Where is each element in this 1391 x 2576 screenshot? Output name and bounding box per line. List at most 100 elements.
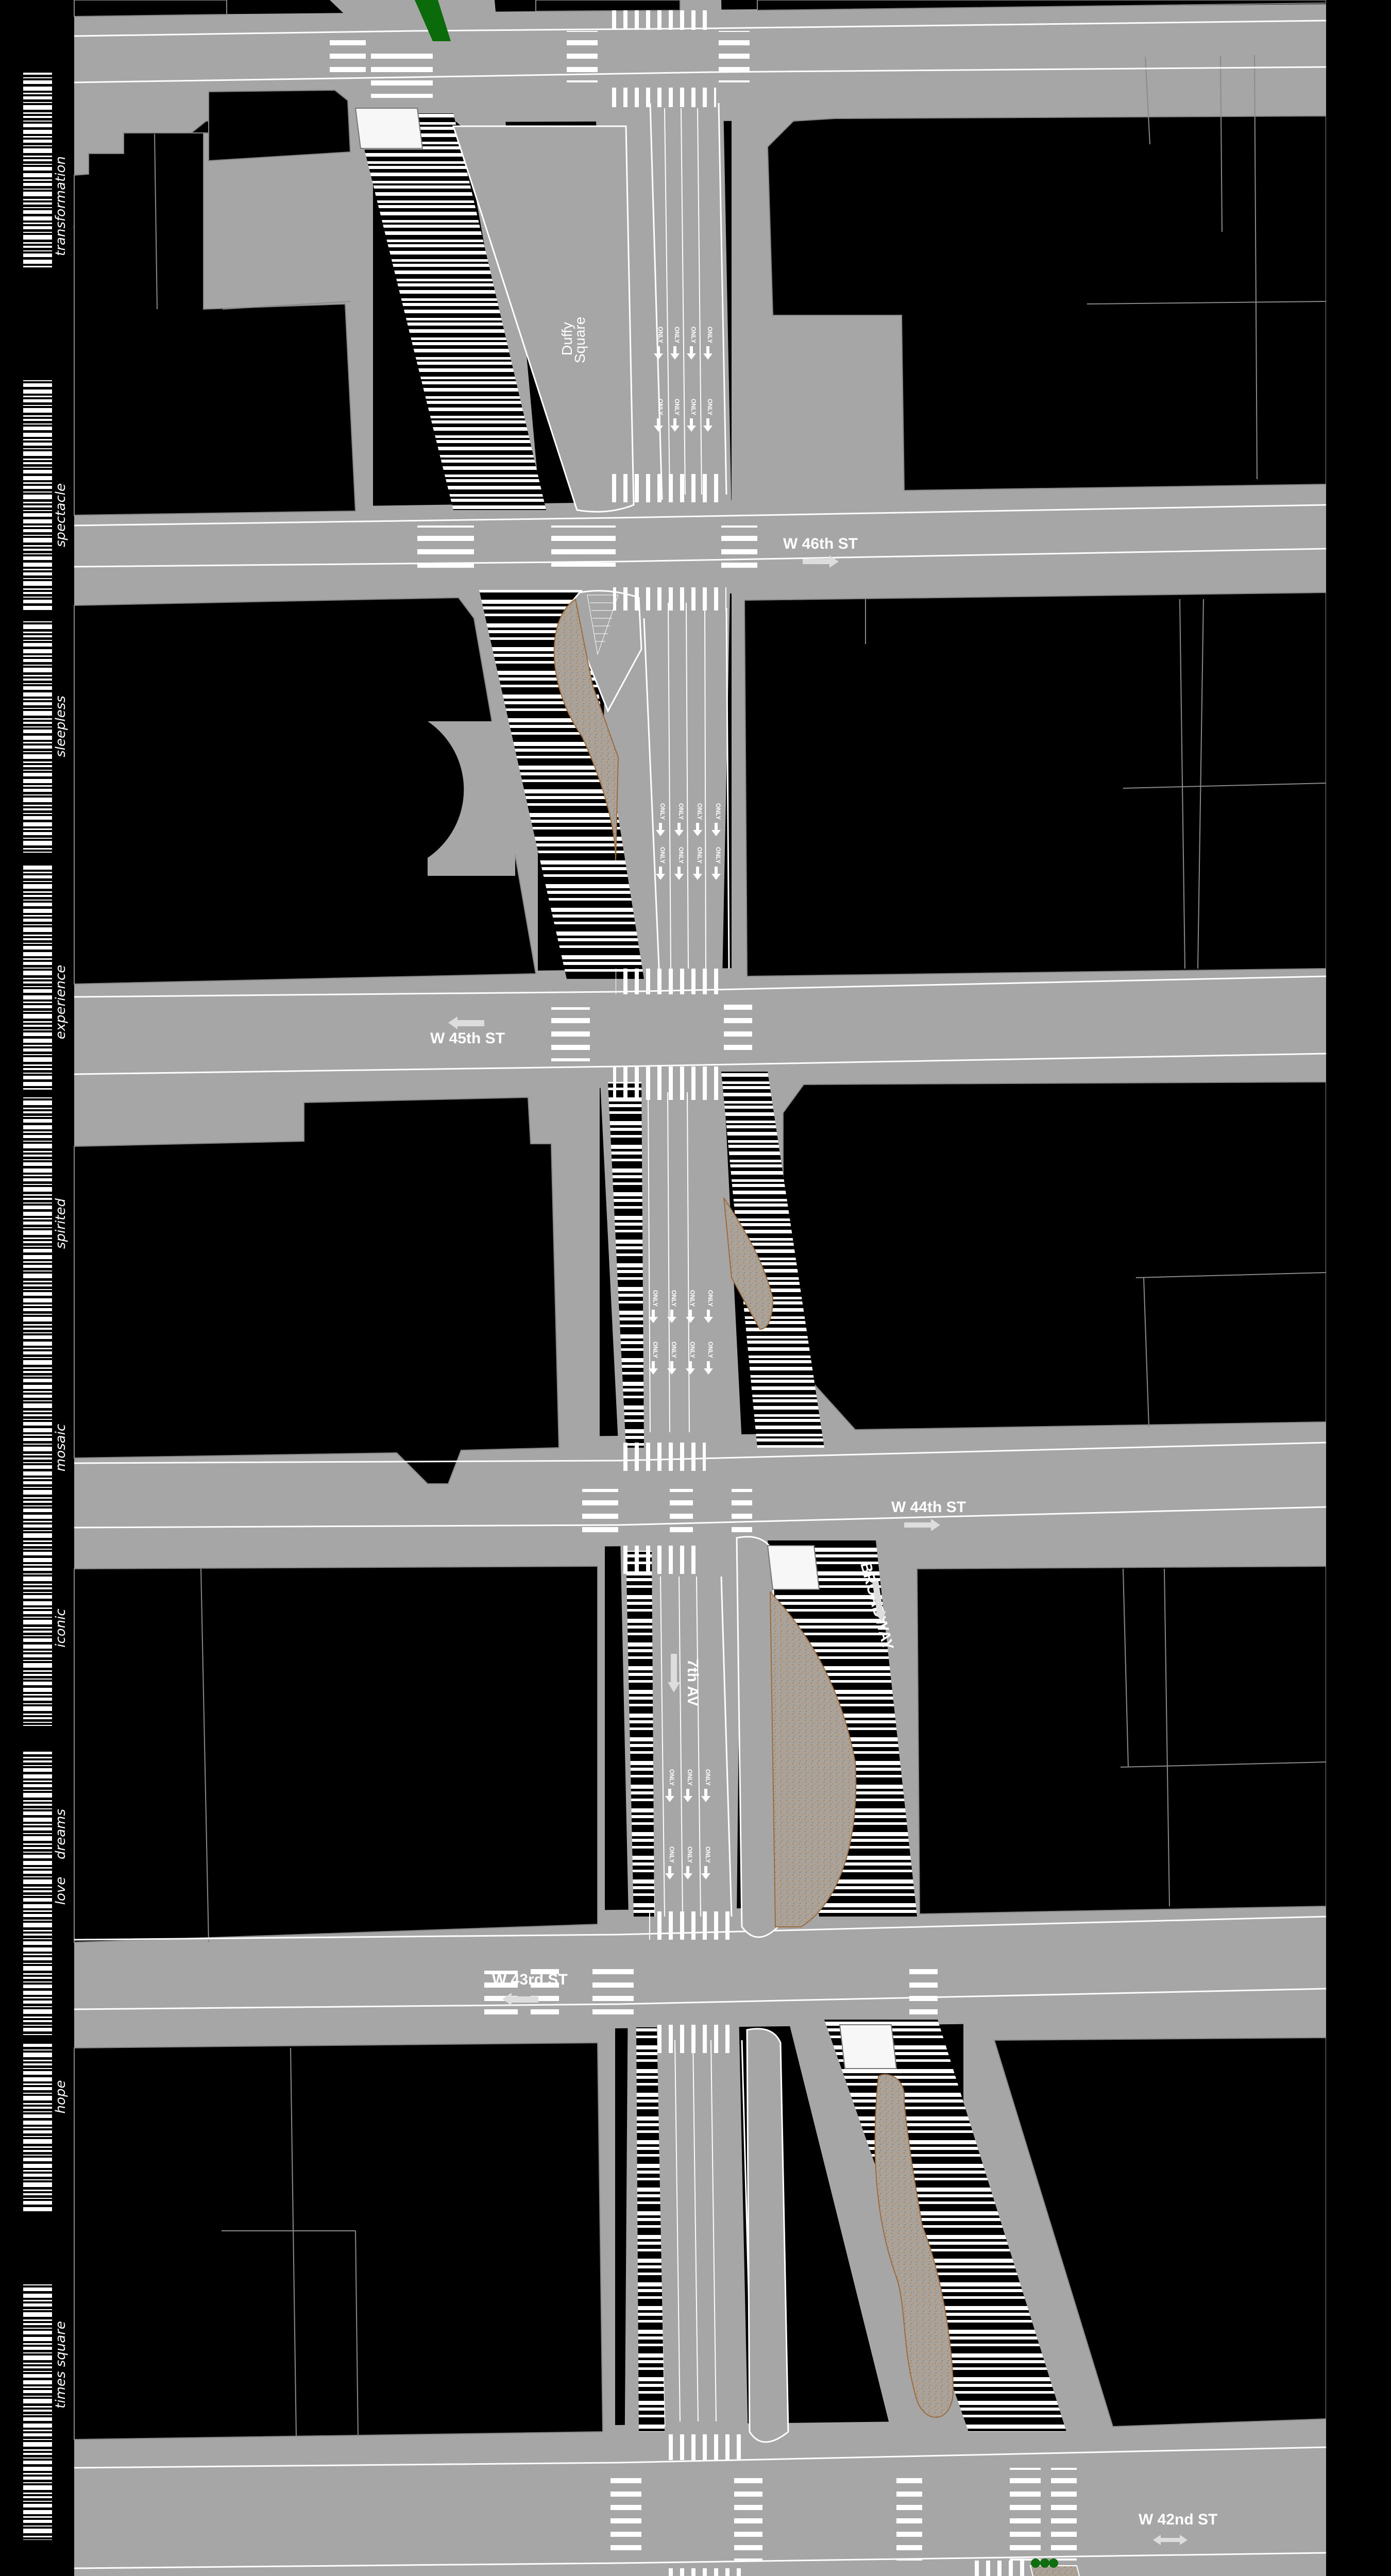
barcode-word: spirited [53,1198,69,1249]
arrow-down-icon [711,823,721,836]
arrow-down-icon [674,867,684,880]
arrow-down-icon [687,346,696,360]
building [916,1565,1327,1915]
barcode-word: iconic [53,1608,69,1647]
barcode-word: dreams [53,1809,69,1859]
subway-entrance [839,2024,897,2069]
lane-only-marking: ONLY [690,399,697,415]
lane-only-marking: ONLY [670,1290,677,1307]
trees [1031,2558,1058,2568]
street-label-w-44th: W 44th ST [891,1499,966,1516]
place-label-square: Square [572,317,588,363]
barcode-block [23,380,52,612]
arrow-down-icon [665,1789,674,1802]
arrow-down-icon [687,418,696,432]
lane-only-marking: ONLY [696,847,703,863]
arrow-down-icon [686,1310,695,1323]
lane-only-marking: ONLY [715,847,722,863]
arrow-down-icon [704,1310,713,1323]
stone-plaza [553,598,619,861]
arrow-two-way-icon [1153,2535,1188,2545]
building [535,0,681,12]
arrow-down-icon [686,1361,695,1375]
lane-only-marking: ONLY [673,327,681,343]
lane-only-marking: ONLY [657,399,664,415]
stone-plaza [874,2074,954,2418]
barcode-word: hope [53,2080,69,2114]
arrow-down-icon [665,1866,674,1879]
arrow-east-icon [904,1519,940,1531]
subway-entrance [354,108,423,149]
building [783,1081,1327,1431]
stone-plaza [723,1197,774,1330]
lane-only-marking: ONLY [707,1290,714,1307]
arrow-down-icon [656,867,665,880]
arrow-down-icon [649,1361,658,1375]
lane-only-marking: ONLY [677,847,685,863]
lane-only-marking: ONLY [706,327,714,343]
arrow-east-icon [803,555,839,568]
building [74,132,357,516]
building [74,2042,604,2441]
planter [415,0,451,41]
lane-only-marking: ONLY [704,1769,711,1786]
tkts-steps [587,595,619,655]
pedestrian-islands [452,125,789,2443]
plaza-stripes [721,1072,824,1448]
lane-only-marking: ONLY [677,803,685,820]
barcode-word: experience [53,965,69,1040]
street-label-w-43rd: W 43rd ST [492,1971,568,1988]
barcode-block [23,1556,52,1726]
buildings [73,0,1327,2441]
lane-only-marking: ONLY [673,399,681,415]
building [208,89,351,162]
arrow-down-icon [711,867,721,880]
lane-only-marking: ONLY [686,1769,693,1786]
arrow-south-icon [668,1654,680,1692]
barcode-word: sleepless [53,696,69,757]
building [74,1565,598,1943]
arrow-down-icon [693,823,702,836]
barcode-word: spectacle [53,483,69,547]
plaza-stripes [479,590,644,979]
street-label-w-46th: W 46th ST [783,535,858,552]
barcode-block [23,72,52,268]
lane-only-marking: ONLY [659,803,666,820]
arrow-down-icon [654,346,663,360]
crosswalks [330,10,1077,2576]
lane-only-marking: ONLY [668,1769,675,1786]
lot-lines [154,55,1327,2437]
barcode-word: mosaic [53,1424,69,1471]
lane-only-marking: ONLY [686,1846,693,1863]
arrow-down-icon [704,1361,713,1375]
arrow-down-icon [670,346,680,360]
lane-only-marking: ONLY [689,1342,696,1358]
barcode-block [23,621,52,853]
map-area: ONLY ONLY ONLY ONLY ONLY ONLY ONLY ONLY ONLY ONLY… [73,0,1327,2576]
lane-only-marking: ONLY [659,847,666,863]
stone-plaza [769,1590,857,1927]
lane-only-marking: ONLY [652,1290,659,1307]
lane-only-marking: ONLY [652,1342,659,1358]
barcode-block [23,1355,52,1577]
arrow-down-icon [701,1789,710,1802]
barcode-word: times square [53,2321,69,2409]
arrow-down-icon [649,1310,658,1323]
lane-arrows: ONLY ONLY ONLY ONLY ONLY ONLY ONLY ONLY ONLY ONLY… [649,327,722,1879]
arrow-down-icon [683,1866,692,1879]
street-labels: W 46th ST W 45th ST W 44th ST W 43rd ST … [430,317,1217,2545]
lane-only-marking: ONLY [657,327,664,343]
plaza-stripes [636,2027,665,2432]
avenue-label-7th-av: 7th AV [684,1659,701,1706]
lane-only-marking: ONLY [707,1342,714,1358]
lane-only-marking: ONLY [715,803,722,820]
street-label-w-45th: W 45th ST [430,1030,505,1047]
barcode-block [23,863,52,1090]
arrow-down-icon [703,418,713,432]
curb-lines [74,20,1327,2569]
lane-lines [648,108,717,2422]
lane-only-marking: ONLY [696,803,703,820]
arrow-down-icon [656,823,665,836]
barcode-block [23,2043,52,2213]
